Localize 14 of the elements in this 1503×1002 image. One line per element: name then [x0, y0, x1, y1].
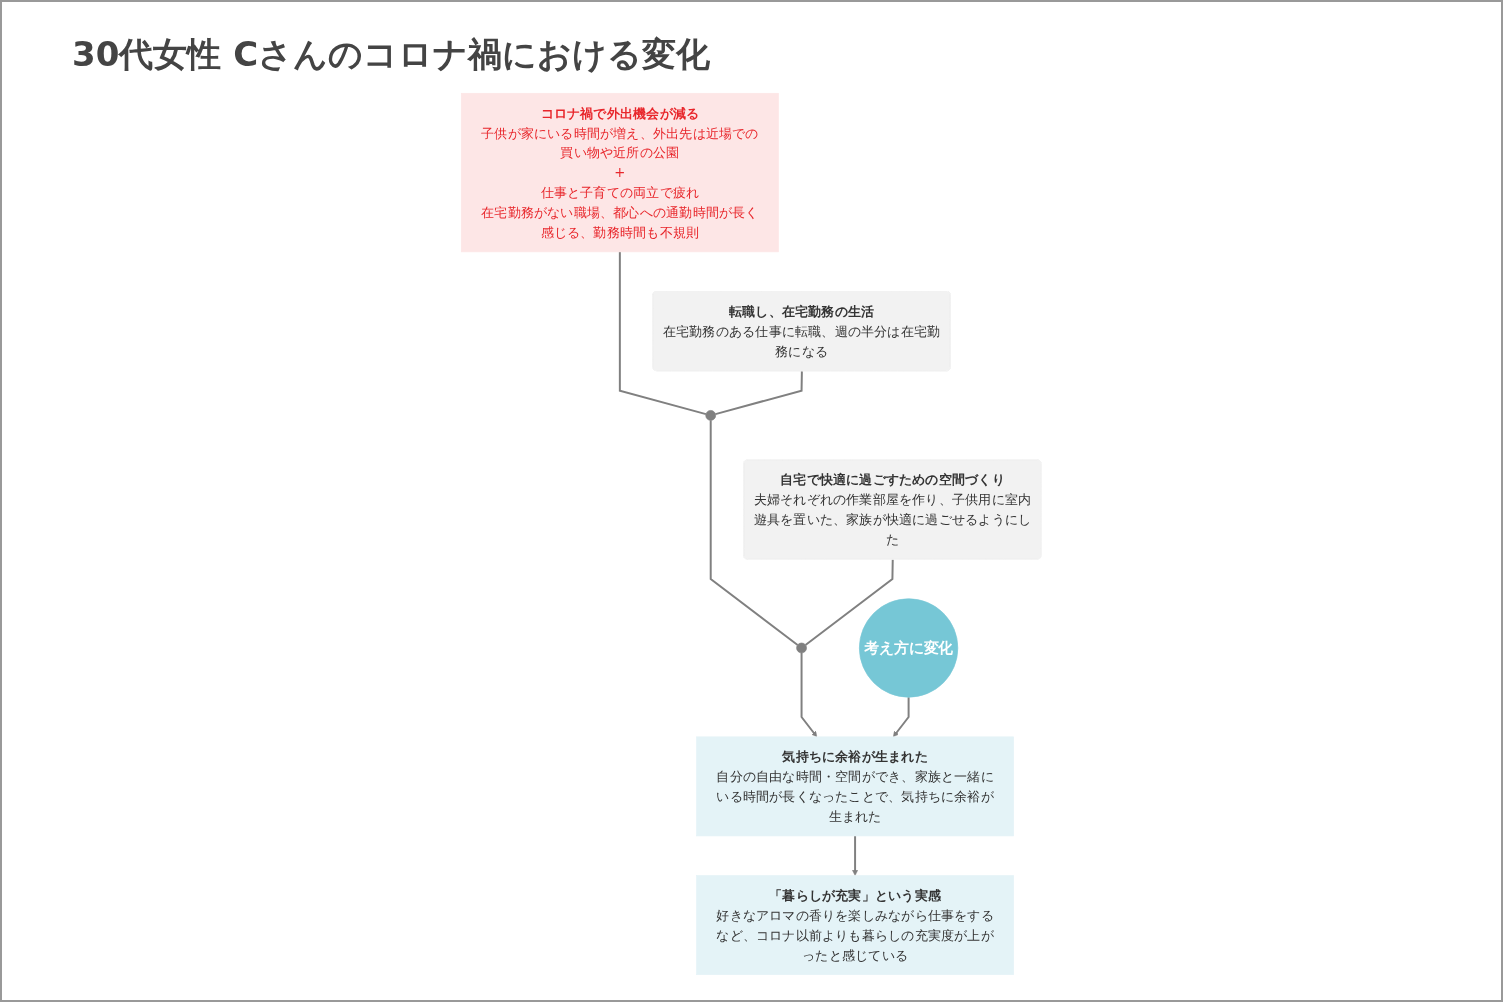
- node-circle: 考え方に変化: [859, 598, 959, 698]
- arrow: [800, 651, 818, 738]
- node-box: コロナ禍で外出機会が減る 子供が家にいる時間が増え、外出先は近場での買い物や近所の公園 + 仕事と子育ての両立で疲れ 在宅勤務がない職場、都心への通勤時間が長く感じる、勤務時間も不規則: [461, 92, 780, 253]
- node-circle: [796, 642, 808, 654]
- arrow: [893, 696, 910, 738]
- node-box: 「暮らしが充実」という実感 好きなアロマの香りを楽しみながら仕事をするなど、コロナ以前よりも暮らしの充実度が上がったと感じている: [696, 875, 1015, 976]
- connector: [804, 558, 895, 646]
- connector: [710, 419, 799, 646]
- arrow: [852, 834, 859, 876]
- title: 30代女性 Cさんのコロナ禍における変化: [72, 33, 712, 76]
- node-circle: [705, 410, 717, 421]
- node-box: 気持ちに余裕が生まれた 自分の自由な時間・空間ができ、家族と一緒にいる時間が長くなったことで、気持ちに余裕が生まれた: [696, 736, 1015, 837]
- connector: [619, 250, 708, 416]
- connector: [714, 370, 804, 416]
